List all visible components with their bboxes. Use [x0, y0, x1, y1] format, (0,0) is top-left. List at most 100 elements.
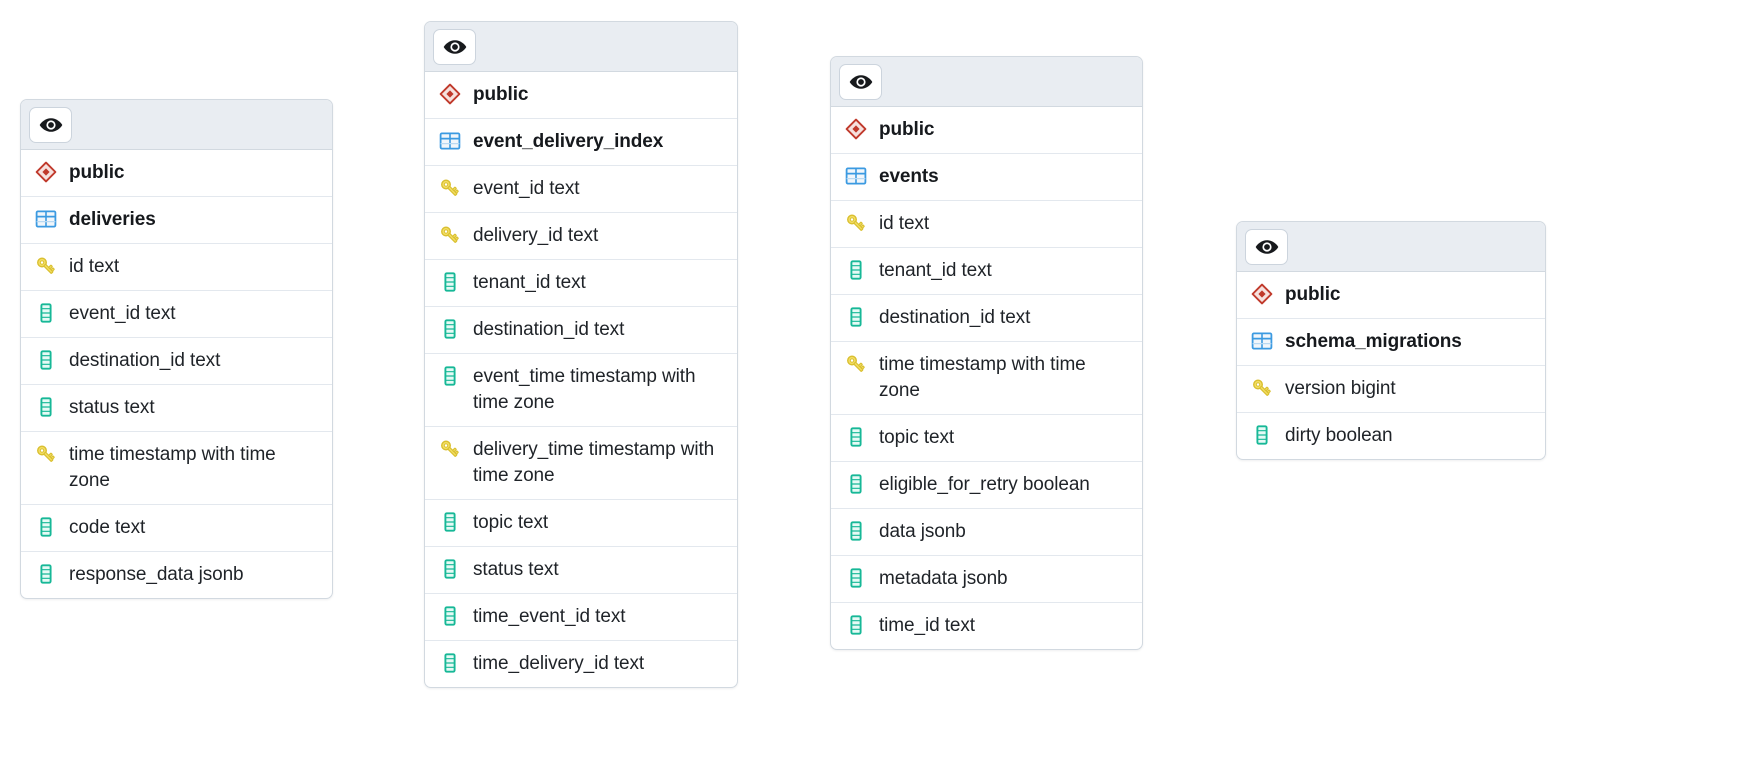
column-row[interactable]: dirty boolean [1237, 413, 1545, 459]
column-label: id text [69, 256, 119, 277]
column-row[interactable]: destination_id text [425, 307, 737, 354]
column-row[interactable]: destination_id text [21, 338, 332, 385]
visibility-toggle-button[interactable] [1245, 228, 1288, 265]
column-icon [845, 306, 867, 328]
column-icon [845, 520, 867, 542]
column-icon [35, 302, 57, 324]
column-icon [845, 426, 867, 448]
schema-diamond-icon [35, 161, 57, 183]
table-name: event_delivery_index [473, 131, 664, 152]
table-name: deliveries [69, 209, 156, 230]
schema-row[interactable]: public [1237, 272, 1545, 319]
table-name-row[interactable]: event_delivery_index [425, 119, 737, 166]
table-name-row[interactable]: schema_migrations [1237, 319, 1545, 366]
column-label: version bigint [1285, 378, 1396, 399]
column-row[interactable]: delivery_id text [425, 213, 737, 260]
schema-diamond-icon [1251, 283, 1273, 305]
column-row[interactable]: status text [425, 547, 737, 594]
column-label: metadata jsonb [879, 568, 1008, 589]
column-label: delivery_time timestamp with time zone [473, 439, 715, 486]
column-icon [35, 563, 57, 585]
eye-icon [848, 69, 874, 95]
column-label: topic text [473, 512, 549, 533]
column-row[interactable]: event_id text [425, 166, 737, 213]
table-grid-icon [1251, 330, 1273, 352]
column-row[interactable]: metadata jsonb [831, 556, 1142, 603]
schema-row[interactable]: public [21, 150, 332, 197]
column-row[interactable]: event_time timestamp with time zone [425, 354, 737, 427]
column-icon [845, 259, 867, 281]
column-row[interactable]: tenant_id text [425, 260, 737, 307]
eye-icon [1254, 234, 1280, 260]
key-icon [1251, 377, 1273, 399]
entity-header [831, 57, 1142, 107]
column-label: dirty boolean [1285, 425, 1393, 446]
column-label: tenant_id text [473, 272, 586, 293]
column-row[interactable]: tenant_id text [831, 248, 1142, 295]
entity-header [425, 22, 737, 72]
entity-card-event_delivery_index[interactable]: public event_delivery_index event_id text d… [424, 21, 738, 688]
column-row[interactable]: eligible_for_retry boolean [831, 462, 1142, 509]
column-row[interactable]: time_event_id text [425, 594, 737, 641]
column-label: eligible_for_retry boolean [879, 474, 1090, 495]
schema-row[interactable]: public [831, 107, 1142, 154]
table-name: events [879, 166, 939, 187]
visibility-toggle-button[interactable] [839, 63, 882, 100]
column-row[interactable]: version bigint [1237, 366, 1545, 413]
table-grid-icon [439, 130, 461, 152]
eye-icon [38, 112, 64, 138]
column-row[interactable]: time timestamp with time zone [21, 432, 332, 505]
column-label: status text [69, 397, 155, 418]
column-icon [35, 516, 57, 538]
column-row[interactable]: time_delivery_id text [425, 641, 737, 687]
table-name-row[interactable]: events [831, 154, 1142, 201]
schema-name: public [69, 162, 125, 183]
table-grid-icon [845, 165, 867, 187]
key-icon [845, 353, 867, 375]
entity-card-deliveries[interactable]: public deliveries id text event_id text dest… [20, 99, 333, 599]
eye-icon [442, 34, 468, 60]
column-label: event_id text [69, 303, 176, 324]
entity-header [1237, 222, 1545, 272]
column-label: code text [69, 517, 146, 538]
column-label: event_id text [473, 178, 580, 199]
column-row[interactable]: delivery_time timestamp with time zone [425, 427, 737, 500]
column-icon [1251, 424, 1273, 446]
column-label: id text [879, 213, 929, 234]
column-row[interactable]: time timestamp with time zone [831, 342, 1142, 415]
column-icon [35, 396, 57, 418]
key-icon [845, 212, 867, 234]
column-row[interactable]: status text [21, 385, 332, 432]
column-row[interactable]: response_data jsonb [21, 552, 332, 598]
table-name: schema_migrations [1285, 331, 1462, 352]
column-icon [35, 349, 57, 371]
column-label: event_time timestamp with time zone [473, 366, 696, 413]
column-row[interactable]: topic text [425, 500, 737, 547]
column-row[interactable]: id text [21, 244, 332, 291]
schema-row[interactable]: public [425, 72, 737, 119]
column-label: status text [473, 559, 559, 580]
column-row[interactable]: data jsonb [831, 509, 1142, 556]
column-label: data jsonb [879, 521, 966, 542]
column-label: time_id text [879, 615, 975, 636]
table-grid-icon [35, 208, 57, 230]
column-row[interactable]: id text [831, 201, 1142, 248]
column-row[interactable]: destination_id text [831, 295, 1142, 342]
column-row[interactable]: time_id text [831, 603, 1142, 649]
column-label: destination_id text [473, 319, 625, 340]
column-row[interactable]: event_id text [21, 291, 332, 338]
column-icon [845, 473, 867, 495]
visibility-toggle-button[interactable] [29, 106, 72, 143]
column-row[interactable]: code text [21, 505, 332, 552]
column-label: delivery_id text [473, 225, 599, 246]
column-label: time_delivery_id text [473, 653, 645, 674]
visibility-toggle-button[interactable] [433, 28, 476, 65]
schema-name: public [1285, 284, 1341, 305]
column-row[interactable]: topic text [831, 415, 1142, 462]
table-name-row[interactable]: deliveries [21, 197, 332, 244]
column-icon [439, 318, 461, 340]
column-icon [845, 614, 867, 636]
